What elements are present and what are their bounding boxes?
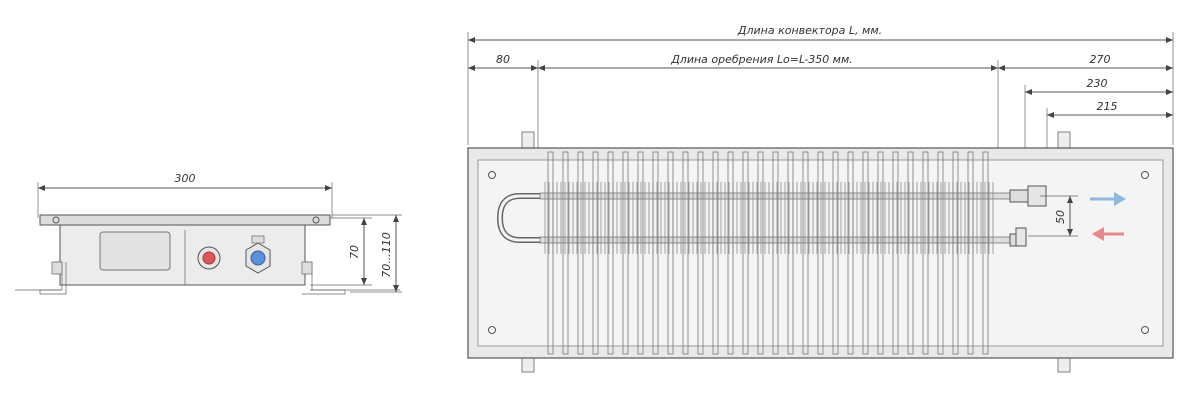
- grille-bar: [877, 151, 884, 355]
- right-215-label: 215: [1097, 100, 1118, 113]
- grille-bar: [622, 151, 629, 355]
- grille-bar: [787, 151, 794, 355]
- grille-bar: [772, 151, 779, 355]
- fin-length-label: Длина оребрения Lo=L-350 мм.: [670, 53, 853, 66]
- inner-tray: [477, 159, 1164, 347]
- grille-bar: [592, 151, 599, 355]
- grille-bar: [892, 151, 899, 355]
- grille-bar: [742, 151, 749, 355]
- grille-bar: [817, 151, 824, 355]
- length-dimension: Длина конвектора L, мм.: [467, 24, 1174, 145]
- grille-bar: [697, 151, 704, 355]
- grille-bar: [682, 151, 689, 355]
- grille-bars: [547, 151, 989, 355]
- grille-bar: [952, 151, 959, 355]
- grille-bar: [652, 151, 659, 355]
- grille-bar: [847, 151, 854, 355]
- width-label: 300: [175, 172, 196, 185]
- inlet-red: [197, 246, 221, 270]
- grille-bar: [727, 151, 734, 355]
- bracket-top-left: [521, 131, 535, 149]
- corner-screws: [488, 171, 1149, 334]
- pipe-upper: [539, 192, 1011, 200]
- dim-215: 215: [1046, 100, 1173, 180]
- grille-bar: [547, 151, 554, 355]
- height-range-dimension: 70...110: [332, 214, 402, 293]
- left-offset-label: 80: [496, 53, 510, 66]
- flow-in-arrow: [1092, 227, 1124, 241]
- pipe-lower: [539, 236, 1011, 244]
- bracket-top-right: [1057, 131, 1071, 149]
- grille-bar: [607, 151, 614, 355]
- grille-bar: [802, 151, 809, 355]
- grille-bar: [667, 151, 674, 355]
- side-screw-left: [52, 216, 60, 224]
- right-230-label: 230: [1087, 77, 1108, 90]
- grille-bar: [862, 151, 869, 355]
- grille-bar: [577, 151, 584, 355]
- inlet-blue: [245, 235, 271, 274]
- grille-bar: [637, 151, 644, 355]
- grille-bar: [757, 151, 764, 355]
- grille-bar: [832, 151, 839, 355]
- offset-dimensions: 80 Длина оребрения Lo=L-350 мм. 270: [468, 53, 1173, 180]
- grille-bar: [562, 151, 569, 355]
- height-label: 70: [348, 245, 361, 259]
- grille-bar: [937, 151, 944, 355]
- pipe-spacing-dimension: 50: [1028, 195, 1078, 237]
- flow-out-arrow: [1090, 192, 1126, 206]
- pipe-spacing-label: 50: [1054, 210, 1067, 224]
- side-grille: [39, 214, 331, 226]
- side-screw-right: [312, 216, 320, 224]
- right-270-label: 270: [1090, 53, 1111, 66]
- top-view: Длина конвектора L, мм. 80 Длина оребрен…: [467, 24, 1174, 373]
- grille-bar: [982, 151, 989, 355]
- width-dimension: 300: [37, 172, 333, 218]
- side-inner-panel: [99, 231, 171, 271]
- height-dimension: 70: [310, 217, 372, 286]
- length-label: Длина конвектора L, мм.: [737, 24, 882, 37]
- heat-exchanger-fins: [544, 182, 994, 254]
- grille-bar: [907, 151, 914, 355]
- side-view: 300 70: [15, 172, 402, 295]
- grille-bar: [922, 151, 929, 355]
- grille-bar: [967, 151, 974, 355]
- fitting-upper: [1009, 185, 1047, 207]
- fitting-lower: [1009, 227, 1027, 247]
- grille-bar: [712, 151, 719, 355]
- height-range-label: 70...110: [380, 232, 393, 277]
